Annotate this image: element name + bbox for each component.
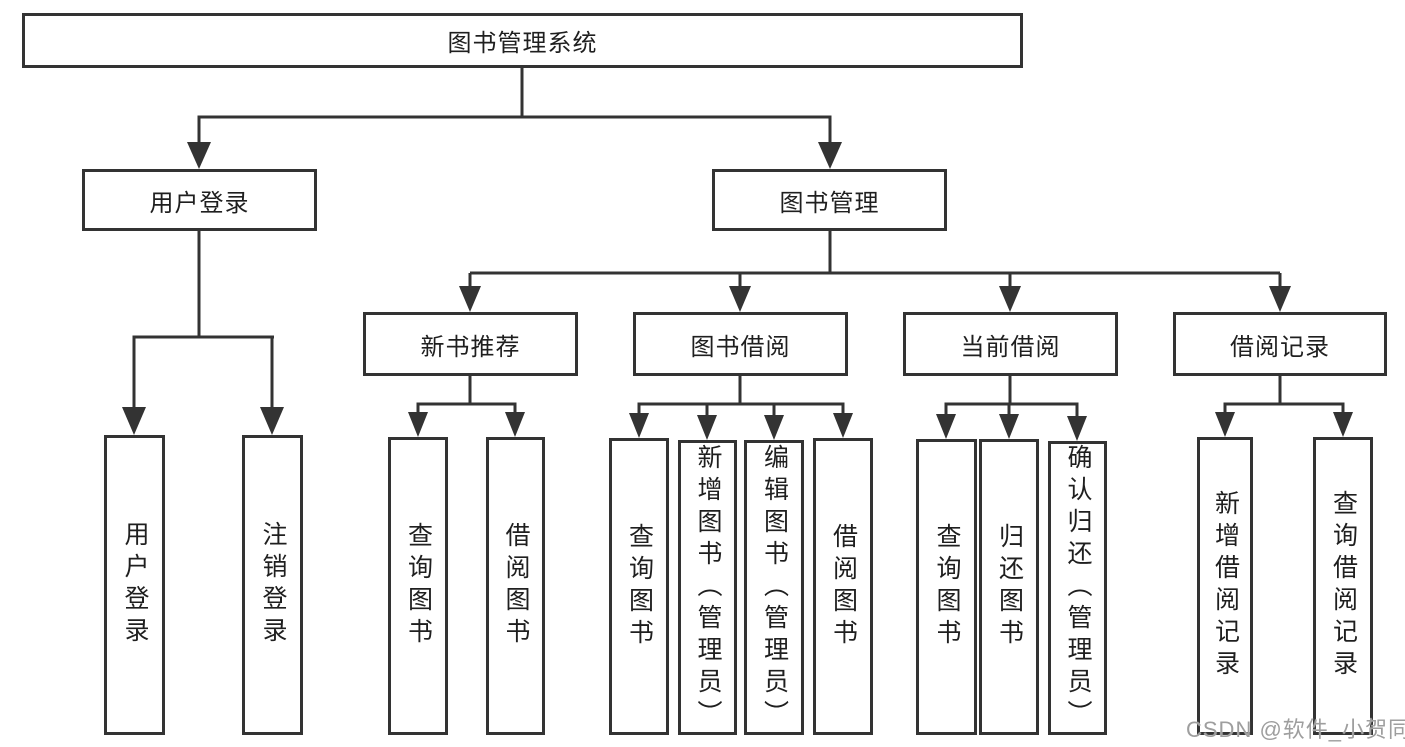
node-label: 新增借阅记录 <box>1211 490 1240 682</box>
node-new-book-recommendation: 新书推荐 <box>363 312 578 376</box>
leaf-edit-books-admin: 编辑图书（管理员） <box>744 440 804 735</box>
leaf-borrow-books-recommend: 借阅图书 <box>486 437 545 735</box>
node-borrowing-records: 借阅记录 <box>1173 312 1387 376</box>
node-label: 图书借阅 <box>690 333 791 361</box>
node-label: 查询图书 <box>933 523 961 651</box>
node-label: 借阅图书 <box>829 522 858 651</box>
node-label: 图书管理 <box>779 189 880 217</box>
node-label: 用户登录 <box>121 521 149 649</box>
node-label: 借阅记录 <box>1230 333 1330 361</box>
node-label: 新书推荐 <box>420 333 521 361</box>
csdn-watermark: CSDN @软件_小贺同学 <box>1186 717 1405 742</box>
node-label: 新增图书（管理员） <box>694 443 722 732</box>
node-user-login-group: 用户登录 <box>82 169 317 231</box>
node-label: 归还图书 <box>995 523 1024 651</box>
node-label: 注销登录 <box>259 521 287 649</box>
leaf-add-borrow-record: 新增借阅记录 <box>1197 437 1253 735</box>
leaf-query-books-borrowing: 查询图书 <box>609 438 669 735</box>
node-label: 编辑图书（管理员） <box>760 443 789 732</box>
node-current-borrowing: 当前借阅 <box>903 312 1118 376</box>
leaf-query-borrow-record: 查询借阅记录 <box>1313 437 1373 735</box>
node-label: 图书管理系统 <box>447 30 598 57</box>
leaf-query-books-recommend: 查询图书 <box>388 437 448 735</box>
leaf-logout: 注销登录 <box>242 435 303 735</box>
leaf-borrow-books-borrowing: 借阅图书 <box>813 438 873 735</box>
node-label: 查询借阅记录 <box>1329 490 1358 682</box>
node-label: 查询图书 <box>404 522 433 650</box>
node-book-borrowing: 图书借阅 <box>633 312 848 376</box>
leaf-query-books-current: 查询图书 <box>916 439 977 735</box>
leaf-return-books: 归还图书 <box>979 439 1039 735</box>
node-label: 用户登录 <box>149 189 250 217</box>
leaf-add-books-admin: 新增图书（管理员） <box>678 440 737 735</box>
node-label: 查询图书 <box>625 522 654 651</box>
leaf-user-login: 用户登录 <box>104 435 165 735</box>
node-label: 确认归还（管理员） <box>1064 444 1092 732</box>
leaf-confirm-return-admin: 确认归还（管理员） <box>1048 441 1107 735</box>
node-label: 当前借阅 <box>960 333 1061 361</box>
node-library-management-system: 图书管理系统 <box>22 13 1023 68</box>
node-label: 借阅图书 <box>502 522 530 650</box>
node-book-management: 图书管理 <box>712 169 947 231</box>
